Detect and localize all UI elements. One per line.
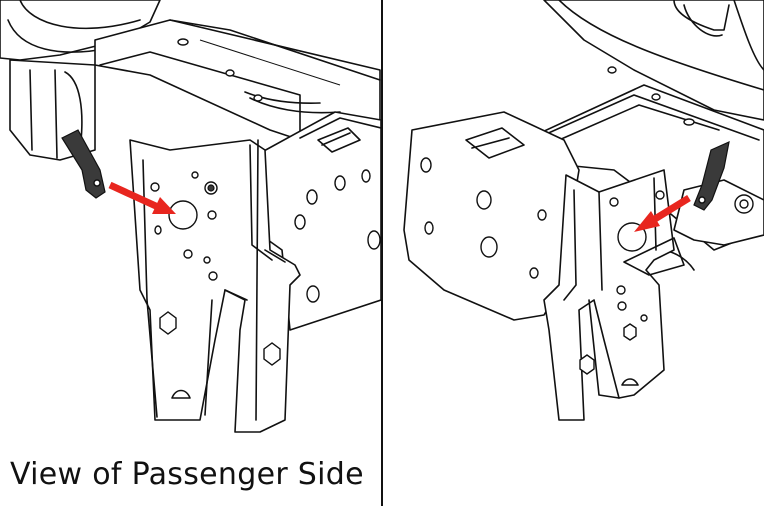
right-view-panel — [384, 0, 764, 506]
view-caption: View of Passenger Side — [10, 457, 364, 492]
left-view-panel: View of Passenger Side — [0, 0, 381, 506]
right-frame-drawing — [403, 0, 764, 421]
left-frame-drawing — [0, 0, 381, 433]
panel-divider — [381, 0, 383, 506]
